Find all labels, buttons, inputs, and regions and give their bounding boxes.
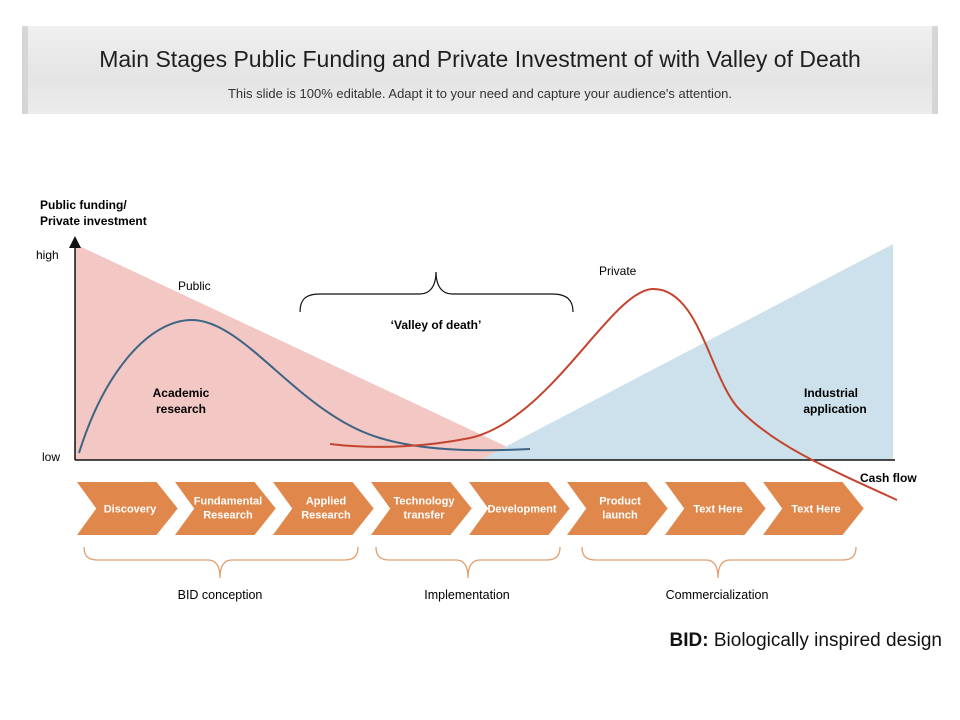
stage-label: transfer — [404, 510, 446, 522]
stage-label: launch — [602, 510, 638, 522]
bid-definition-text: Biologically inspired design — [708, 630, 942, 651]
y-axis-label-line1: Public funding/ — [40, 198, 127, 212]
industrial-label-line2: application — [803, 402, 866, 416]
page-title: Main Stages Public Funding and Private I… — [99, 46, 861, 72]
private-investment-area — [480, 244, 893, 460]
phase-bracket-implementation — [375, 546, 561, 579]
stage-label: Fundamental — [194, 496, 262, 508]
phase-brackets — [83, 546, 857, 579]
y-axis-label-line2: Private investment — [40, 214, 147, 228]
academic-label-line2: research — [156, 402, 206, 416]
page-subtitle: This slide is 100% editable. Adapt it to… — [227, 86, 733, 101]
phase-bracket-bid-conception — [83, 546, 359, 579]
industrial-label-line1: Industrial — [804, 386, 858, 400]
x-axis-label: Cash flow — [860, 471, 917, 485]
stage-chevron — [171, 480, 279, 537]
phase-bracket-commercialization — [581, 546, 857, 579]
stage-label: Research — [301, 510, 351, 522]
stage-chevron — [465, 480, 573, 537]
valley-brace — [299, 271, 574, 313]
phase-label-commercialization: Commercialization — [666, 588, 769, 602]
stage-label: Text Here — [791, 504, 840, 516]
header-banner: Main Stages Public Funding and Private I… — [22, 26, 938, 114]
bid-term: BID: — [669, 630, 709, 651]
public-label: Public — [178, 279, 211, 293]
y-low-label: low — [42, 450, 60, 464]
stage-label: Applied — [306, 496, 346, 508]
stage-label: Product — [599, 496, 641, 508]
stage-chevron — [759, 480, 867, 537]
public-funding-area — [75, 244, 535, 460]
y-high-label: high — [36, 248, 59, 262]
stage-chevron — [661, 480, 769, 537]
stage-label: Discovery — [104, 504, 157, 516]
phase-label-implementation: Implementation — [424, 588, 510, 602]
bid-definition: BID: Biologically inspired design — [670, 630, 942, 652]
stage-label: Development — [487, 504, 556, 516]
private-curve — [329, 287, 898, 501]
stage-label: Research — [203, 510, 253, 522]
stage-chevron — [563, 480, 671, 537]
private-label: Private — [599, 264, 637, 278]
stage-chevron — [367, 480, 475, 537]
stage-label: Text Here — [693, 504, 742, 516]
phase-label-bid-conception: BID conception — [178, 588, 263, 602]
academic-label-line1: Academic — [153, 386, 210, 400]
stage-chevron — [269, 480, 377, 537]
valley-label: ‘Valley of death’ — [391, 318, 482, 332]
stage-chevron — [73, 480, 181, 537]
stage-label: Technology — [394, 496, 456, 508]
public-curve — [78, 318, 531, 454]
